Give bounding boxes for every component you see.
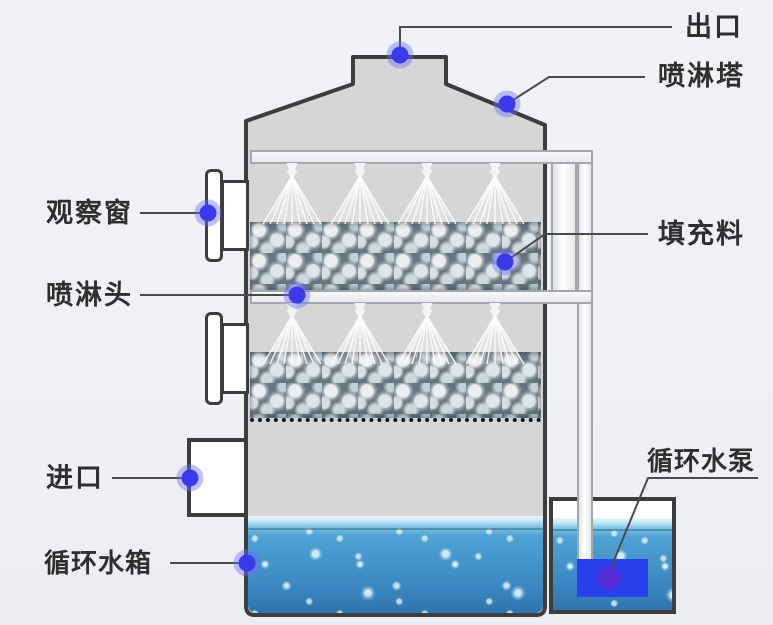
packing-layer-1 <box>250 222 541 290</box>
callout-dot-circulating-pump <box>596 565 622 591</box>
label-inlet: 进口 <box>46 463 104 493</box>
spray-nozzle <box>286 163 298 178</box>
observation-window-2 <box>205 312 223 405</box>
leader-packing <box>504 233 648 263</box>
observation-window-bracket-1 <box>221 180 249 251</box>
callout-dot-spray-tower <box>498 95 516 113</box>
leader-circulating-pump <box>609 477 758 571</box>
label-observation-window: 观察窗 <box>46 198 133 228</box>
callout-dot-packing <box>496 253 514 271</box>
label-spray-head: 喷淋头 <box>46 280 133 310</box>
tower-water-surface-line <box>248 528 543 530</box>
spray-nozzle <box>354 163 366 178</box>
external-water-surface-line <box>553 529 672 531</box>
support-plate-dotted-line <box>250 418 541 422</box>
connector-pipe <box>551 150 577 303</box>
spray-nozzle <box>354 303 366 318</box>
spray-nozzle <box>489 303 501 318</box>
callout-dot-observation-window <box>199 204 217 222</box>
tower-sump-water <box>248 516 543 613</box>
label-circulating-pump: 循环水泵 <box>647 446 756 476</box>
label-packing: 填充料 <box>658 219 745 249</box>
callout-dot-inlet <box>181 469 199 487</box>
spray-nozzle <box>286 303 298 318</box>
leader-outlet <box>399 26 672 55</box>
callout-dot-spray-head <box>288 286 306 304</box>
spray-nozzle <box>421 163 433 178</box>
label-outlet: 出口 <box>685 12 743 42</box>
leader-spray-tower <box>506 76 645 105</box>
spray-nozzle <box>489 163 501 178</box>
spray-nozzle <box>421 303 433 318</box>
tower-outline <box>244 55 547 617</box>
label-circulating-tank: 循环水箱 <box>44 548 153 578</box>
label-spray-tower: 喷淋塔 <box>658 61 745 91</box>
callout-dot-circulating-tank <box>238 554 256 572</box>
callout-dot-outlet <box>391 46 409 64</box>
